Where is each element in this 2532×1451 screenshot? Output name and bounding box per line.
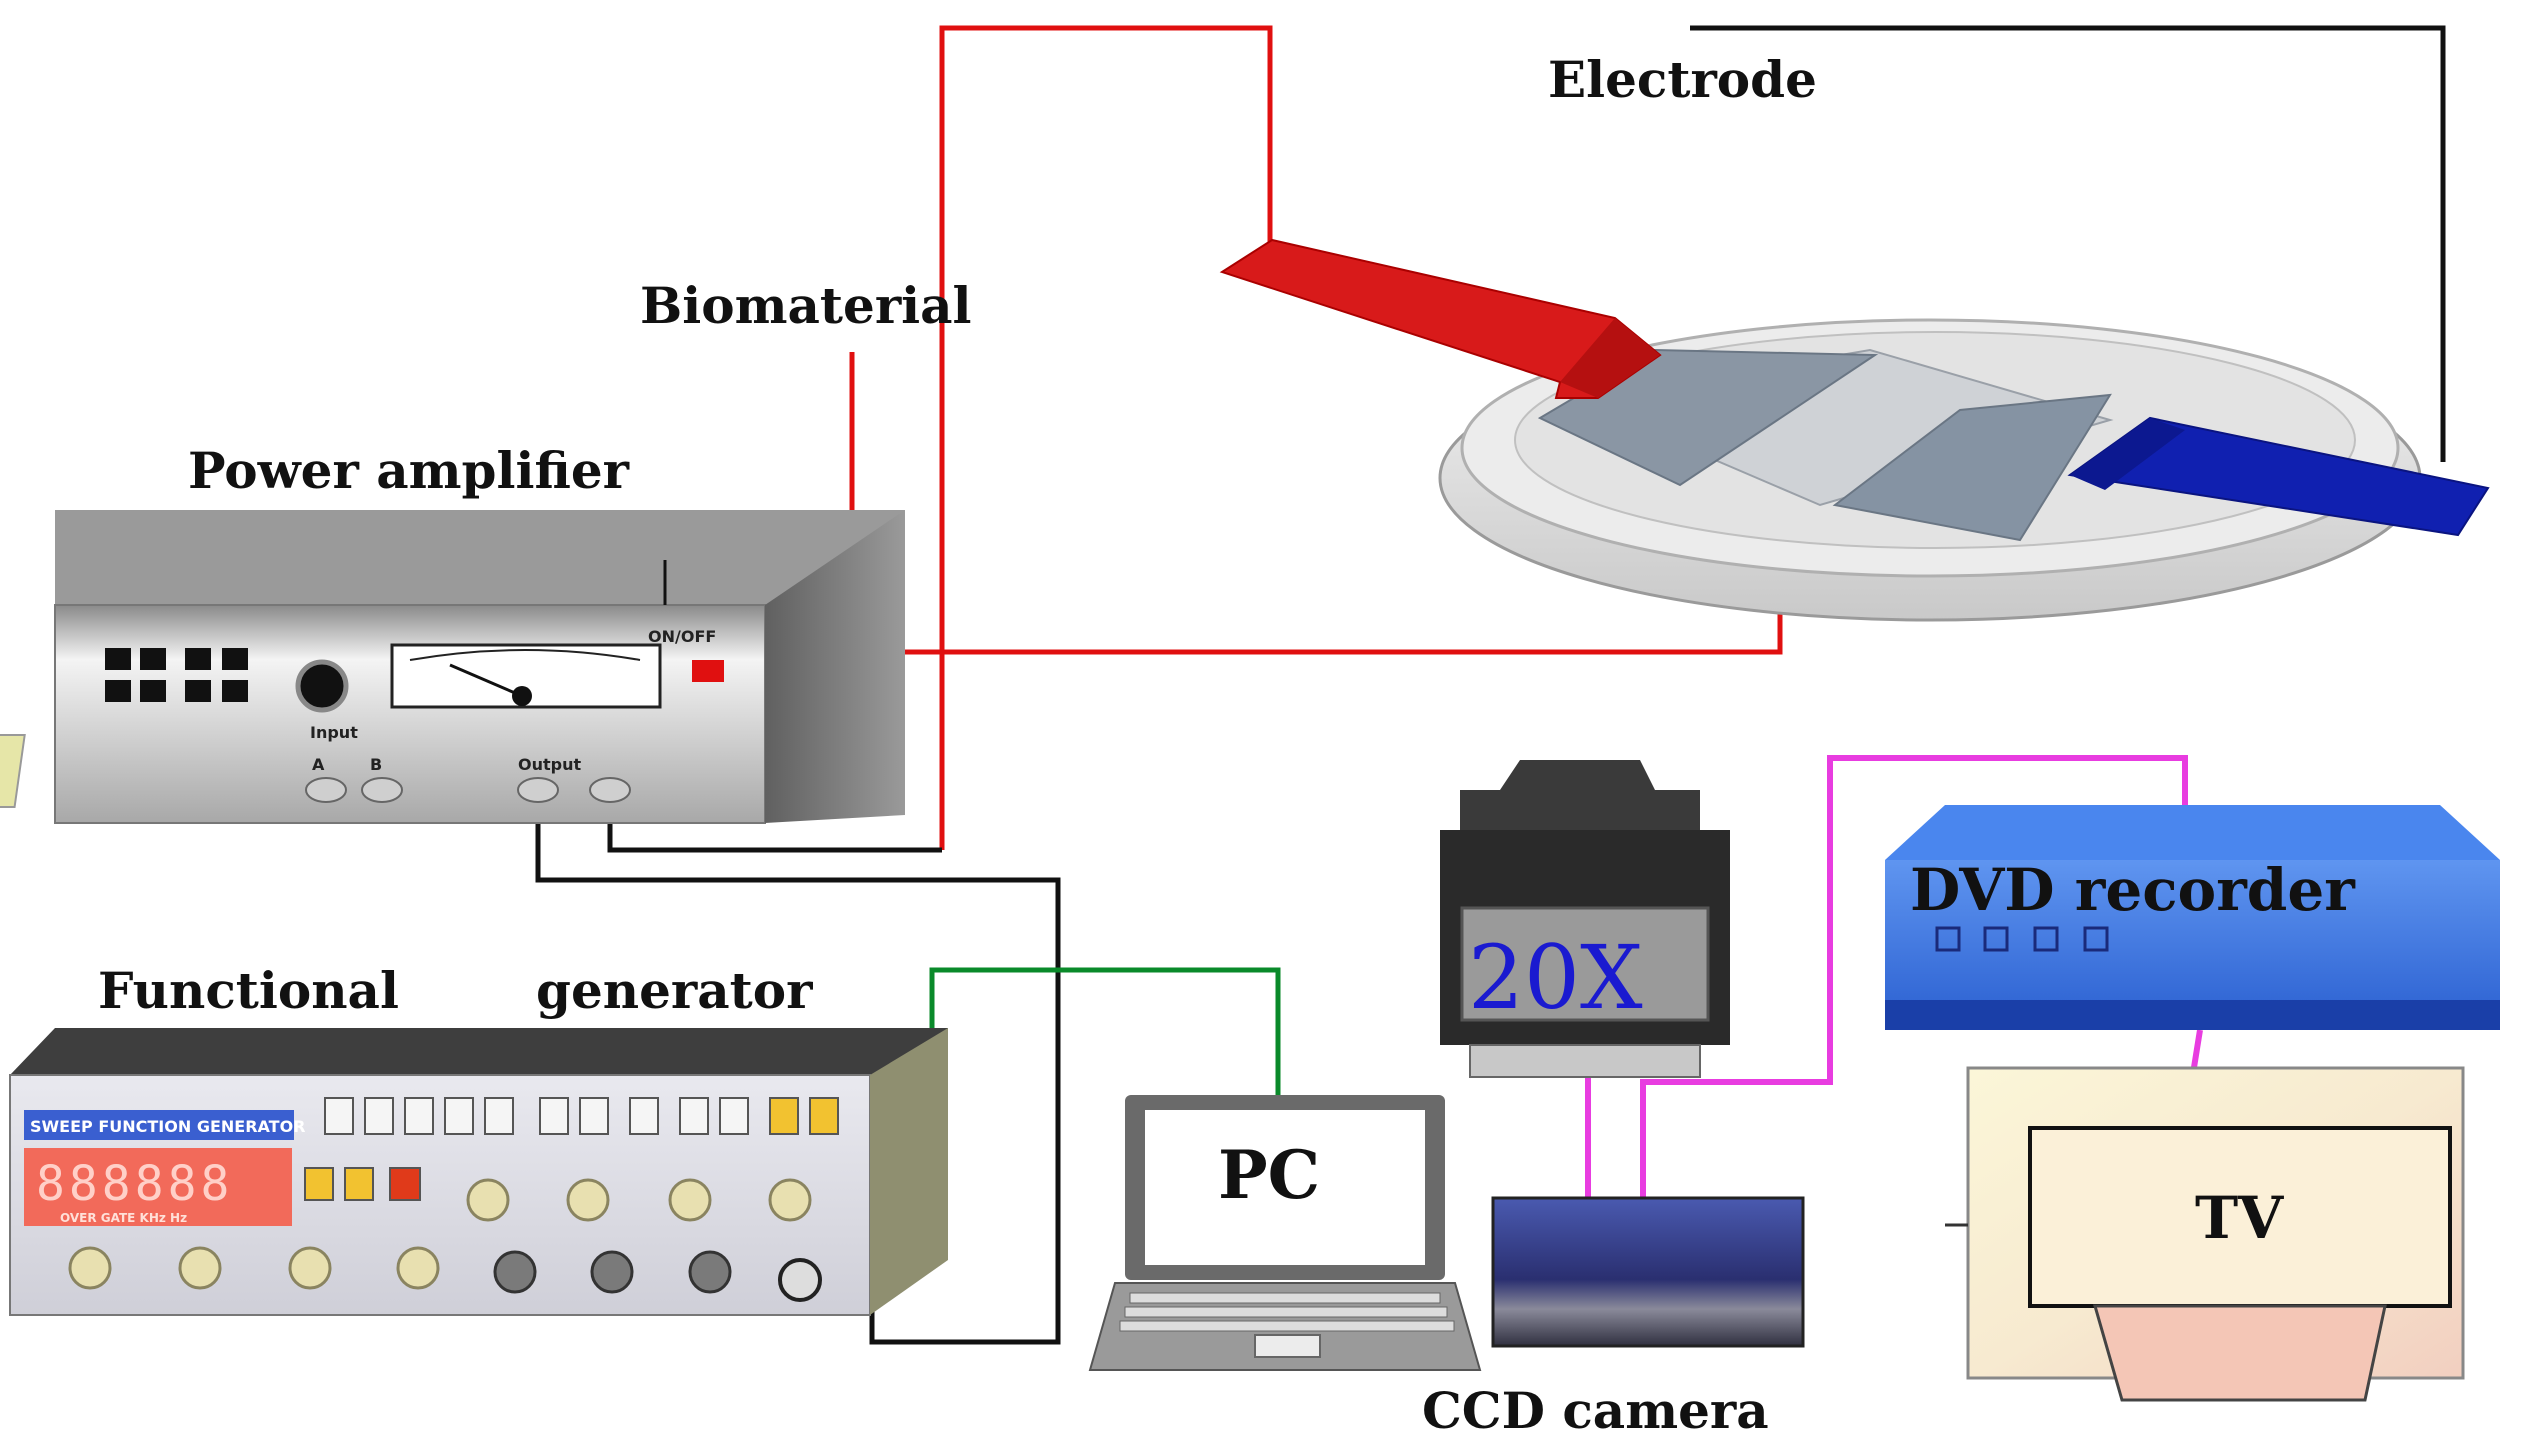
blue-electrode — [2067, 416, 2490, 537]
pc-touchpad — [1254, 1334, 1321, 1358]
amp-input-jack-a[interactable] — [305, 777, 347, 803]
dvd-top — [1885, 805, 2500, 860]
fg-brand-label: SWEEP FUNCTION GENERATOR — [30, 1117, 306, 1136]
amp-meter-needle — [449, 663, 523, 698]
electrode-chamber — [1219, 238, 2490, 622]
fg-dark-knobs — [493, 1250, 732, 1294]
pc-screen — [1145, 1110, 1425, 1265]
pink-wire-ccd-dvd — [1640, 755, 2188, 1198]
label-generator: generator — [536, 961, 813, 1020]
fg-red-button[interactable] — [389, 1167, 421, 1201]
amp-output-label: Output — [518, 755, 581, 774]
label-dvd-recorder: DVD recorder — [1910, 856, 2356, 924]
camera-lens-window — [1460, 906, 1710, 1022]
label-power-amplifier: Power amplifier — [188, 441, 630, 500]
fg-output-jack[interactable] — [778, 1258, 822, 1302]
red-wire-biomaterial — [849, 352, 1783, 655]
label-tv: TV — [2195, 1184, 2284, 1252]
microscope-camera — [1440, 760, 1730, 1078]
amp-top — [55, 510, 905, 605]
dvd-recorder — [1885, 805, 2500, 1030]
function-generator: SWEEP FUNCTION GENERATOR 888888 OVER GAT… — [9, 1028, 948, 1316]
amp-input-b-label: B — [370, 755, 382, 774]
blue-electrode-fold — [2070, 418, 2185, 490]
fg-side — [870, 1028, 948, 1315]
camera-base — [1469, 1044, 1701, 1078]
fg-button-row — [324, 1097, 749, 1135]
label-ccd-camera: CCD camera — [1422, 1381, 1769, 1440]
tv-screen — [2028, 1126, 2452, 1308]
amp-output-jack-2[interactable] — [589, 777, 631, 803]
amp-card-slot — [0, 734, 26, 808]
black-wire-generator — [535, 800, 1061, 1345]
pc-keyboard-keys — [1119, 1292, 1455, 1332]
amp-front — [54, 604, 766, 824]
amp-power-switch[interactable] — [692, 660, 724, 682]
fg-brand-bar — [24, 1110, 294, 1140]
amp-input-jack-b[interactable] — [361, 777, 403, 803]
fg-top — [10, 1028, 948, 1075]
camera-handle — [1460, 760, 1700, 830]
green-wire-pc — [929, 967, 1281, 1095]
fg-yellow-button-1[interactable] — [769, 1097, 799, 1135]
label-pc: PC — [1218, 1136, 1320, 1214]
label-magnification: 20X — [1468, 926, 1643, 1029]
red-electrode-fold — [1560, 318, 1660, 398]
label-biomaterial: Biomaterial — [640, 276, 972, 335]
fg-yellow-button-4[interactable] — [344, 1167, 374, 1201]
label-functional: Functional — [98, 961, 399, 1020]
label-electrode: Electrode — [1548, 50, 1817, 109]
dvd-buttons — [1935, 926, 2109, 952]
amp-keypad — [105, 648, 248, 702]
fg-display-readout: 888888 — [36, 1156, 233, 1212]
tv — [1945, 1066, 2465, 1402]
black-wire-top — [1690, 25, 2446, 462]
pc-laptop — [1088, 1095, 1482, 1371]
fg-display — [24, 1148, 292, 1226]
amp-input-label: Input — [310, 723, 358, 742]
fg-knobs — [68, 1178, 812, 1290]
fg-yellow-button-3[interactable] — [304, 1167, 334, 1201]
tv-stand — [2093, 1304, 2387, 1402]
ccd-camera — [1491, 1196, 1805, 1348]
amp-meter-pivot — [512, 686, 532, 706]
electrode-plate-right — [1832, 393, 2112, 542]
amp-meter-scale — [409, 649, 641, 661]
fg-display-units: OVER GATE KHz Hz — [60, 1211, 187, 1225]
dvd-bottom-strip — [1885, 1000, 2500, 1030]
power-amplifier: ON/OFF Input A B Output — [0, 510, 905, 824]
red-wire-top — [939, 25, 1273, 850]
fg-yellow-button-2[interactable] — [809, 1097, 839, 1135]
amp-on-off-label: ON/OFF — [648, 627, 716, 646]
amp-input-knob[interactable] — [295, 659, 349, 713]
amp-output-jack-1[interactable] — [517, 777, 559, 803]
amp-side — [765, 510, 905, 823]
amp-input-a-label: A — [312, 755, 325, 774]
